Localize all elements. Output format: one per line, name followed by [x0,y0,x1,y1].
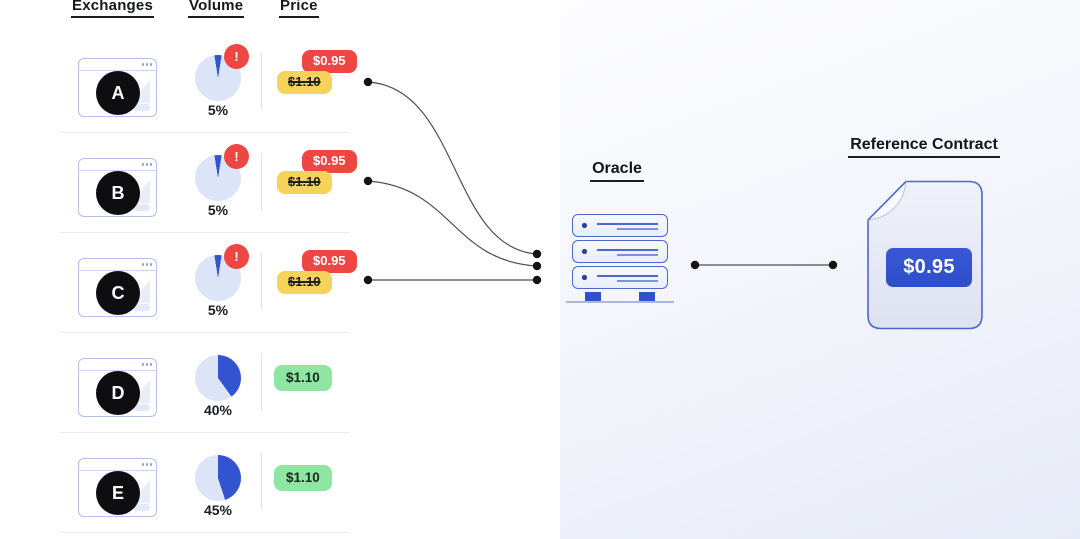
price-badge-current: $0.95 [302,50,357,73]
exchange-letter-badge: C [96,271,140,315]
window-pill-shape [133,504,150,511]
connection-node [532,249,542,259]
price-badge-current: $0.95 [302,250,357,273]
connection-node [532,261,542,271]
column-divider [261,353,262,410]
row-divider [60,232,350,233]
window-controls-icon [141,463,152,466]
alert-icon: ! [224,144,249,169]
volume-percent-label: 5% [207,202,229,218]
exchange-letter: E [111,482,124,503]
window-controls-icon [141,363,152,366]
price-badge-current: $1.10 [274,465,332,491]
exchange-letter-badge: B [96,171,140,215]
oracle-label: Oracle [560,160,674,182]
column-divider [261,53,262,110]
window-titlebar [79,359,156,371]
connection-node [363,275,373,285]
price-badge-old: $1.10 [277,171,332,194]
column-divider [261,253,262,310]
column-divider [261,453,262,510]
connector-curve-a [367,81,538,255]
column-header-volume: Volume [188,0,245,18]
window-controls-icon [141,63,152,66]
window-titlebar [79,159,156,171]
exchange-window-icon: D [78,358,157,417]
connection-node [532,275,542,285]
oracle-server-icon [566,214,674,316]
connector-curve-b [367,180,538,267]
exchange-row-b: B ! 5% $0.95 $1.10 [60,133,357,233]
price-badge-current: $0.95 [302,150,357,173]
row-divider [60,532,350,533]
document-fold-edge [867,180,907,221]
exchange-window-icon: C [78,258,157,317]
window-pill-shape [133,204,150,211]
price-badge-old: $1.10 [277,71,332,94]
alert-icon: ! [224,44,249,69]
contract-price-badge: $0.95 [886,248,972,287]
window-controls-icon [141,263,152,266]
window-pill-shape [133,104,150,111]
price-badge-current: $1.10 [274,365,332,391]
price-badge-old: $1.10 [277,271,332,294]
exchange-row-a: A ! 5% $0.95 $1.10 [60,33,357,133]
exchange-letter: C [111,282,125,303]
exchange-letter: B [111,182,125,203]
alert-icon: ! [224,244,249,269]
server-unit [572,214,668,237]
window-pill-shape [133,404,150,411]
volume-pie-chart [195,355,241,401]
exchange-window-icon: B [78,158,157,217]
connection-node [363,77,373,87]
exchange-row-c: C ! 5% $0.95 $1.10 [60,233,357,333]
server-unit [572,240,668,263]
volume-percent-label: 5% [207,102,229,118]
column-divider [261,153,262,210]
volume-percent-label: 5% [207,302,229,318]
row-divider [60,432,350,433]
exchange-row-d: D 40% $1.10 [60,333,352,433]
window-pill-shape [133,304,150,311]
connection-node [363,176,373,186]
volume-percent-label: 45% [203,502,233,518]
exchange-letter: D [111,382,125,403]
window-titlebar [79,259,156,271]
server-unit [572,266,668,289]
window-titlebar [79,59,156,71]
exchange-letter-badge: E [96,471,140,515]
exchange-row-e: E 45% $1.10 [60,433,352,533]
column-header-exchanges: Exchanges [71,0,155,18]
window-titlebar [79,459,156,471]
exchange-window-icon: A [78,58,157,117]
server-baseline [566,301,674,303]
reference-contract-label: Reference Contract [834,136,1014,158]
row-divider [60,332,350,333]
column-header-price: Price [279,0,319,18]
exchange-letter: A [111,82,125,103]
volume-pie-chart [195,455,241,501]
row-divider [60,132,350,133]
exchange-letter-badge: A [96,71,140,115]
server-feet [572,292,668,303]
exchange-window-icon: E [78,458,157,517]
exchange-letter-badge: D [96,371,140,415]
window-controls-icon [141,163,152,166]
volume-percent-label: 40% [203,402,233,418]
